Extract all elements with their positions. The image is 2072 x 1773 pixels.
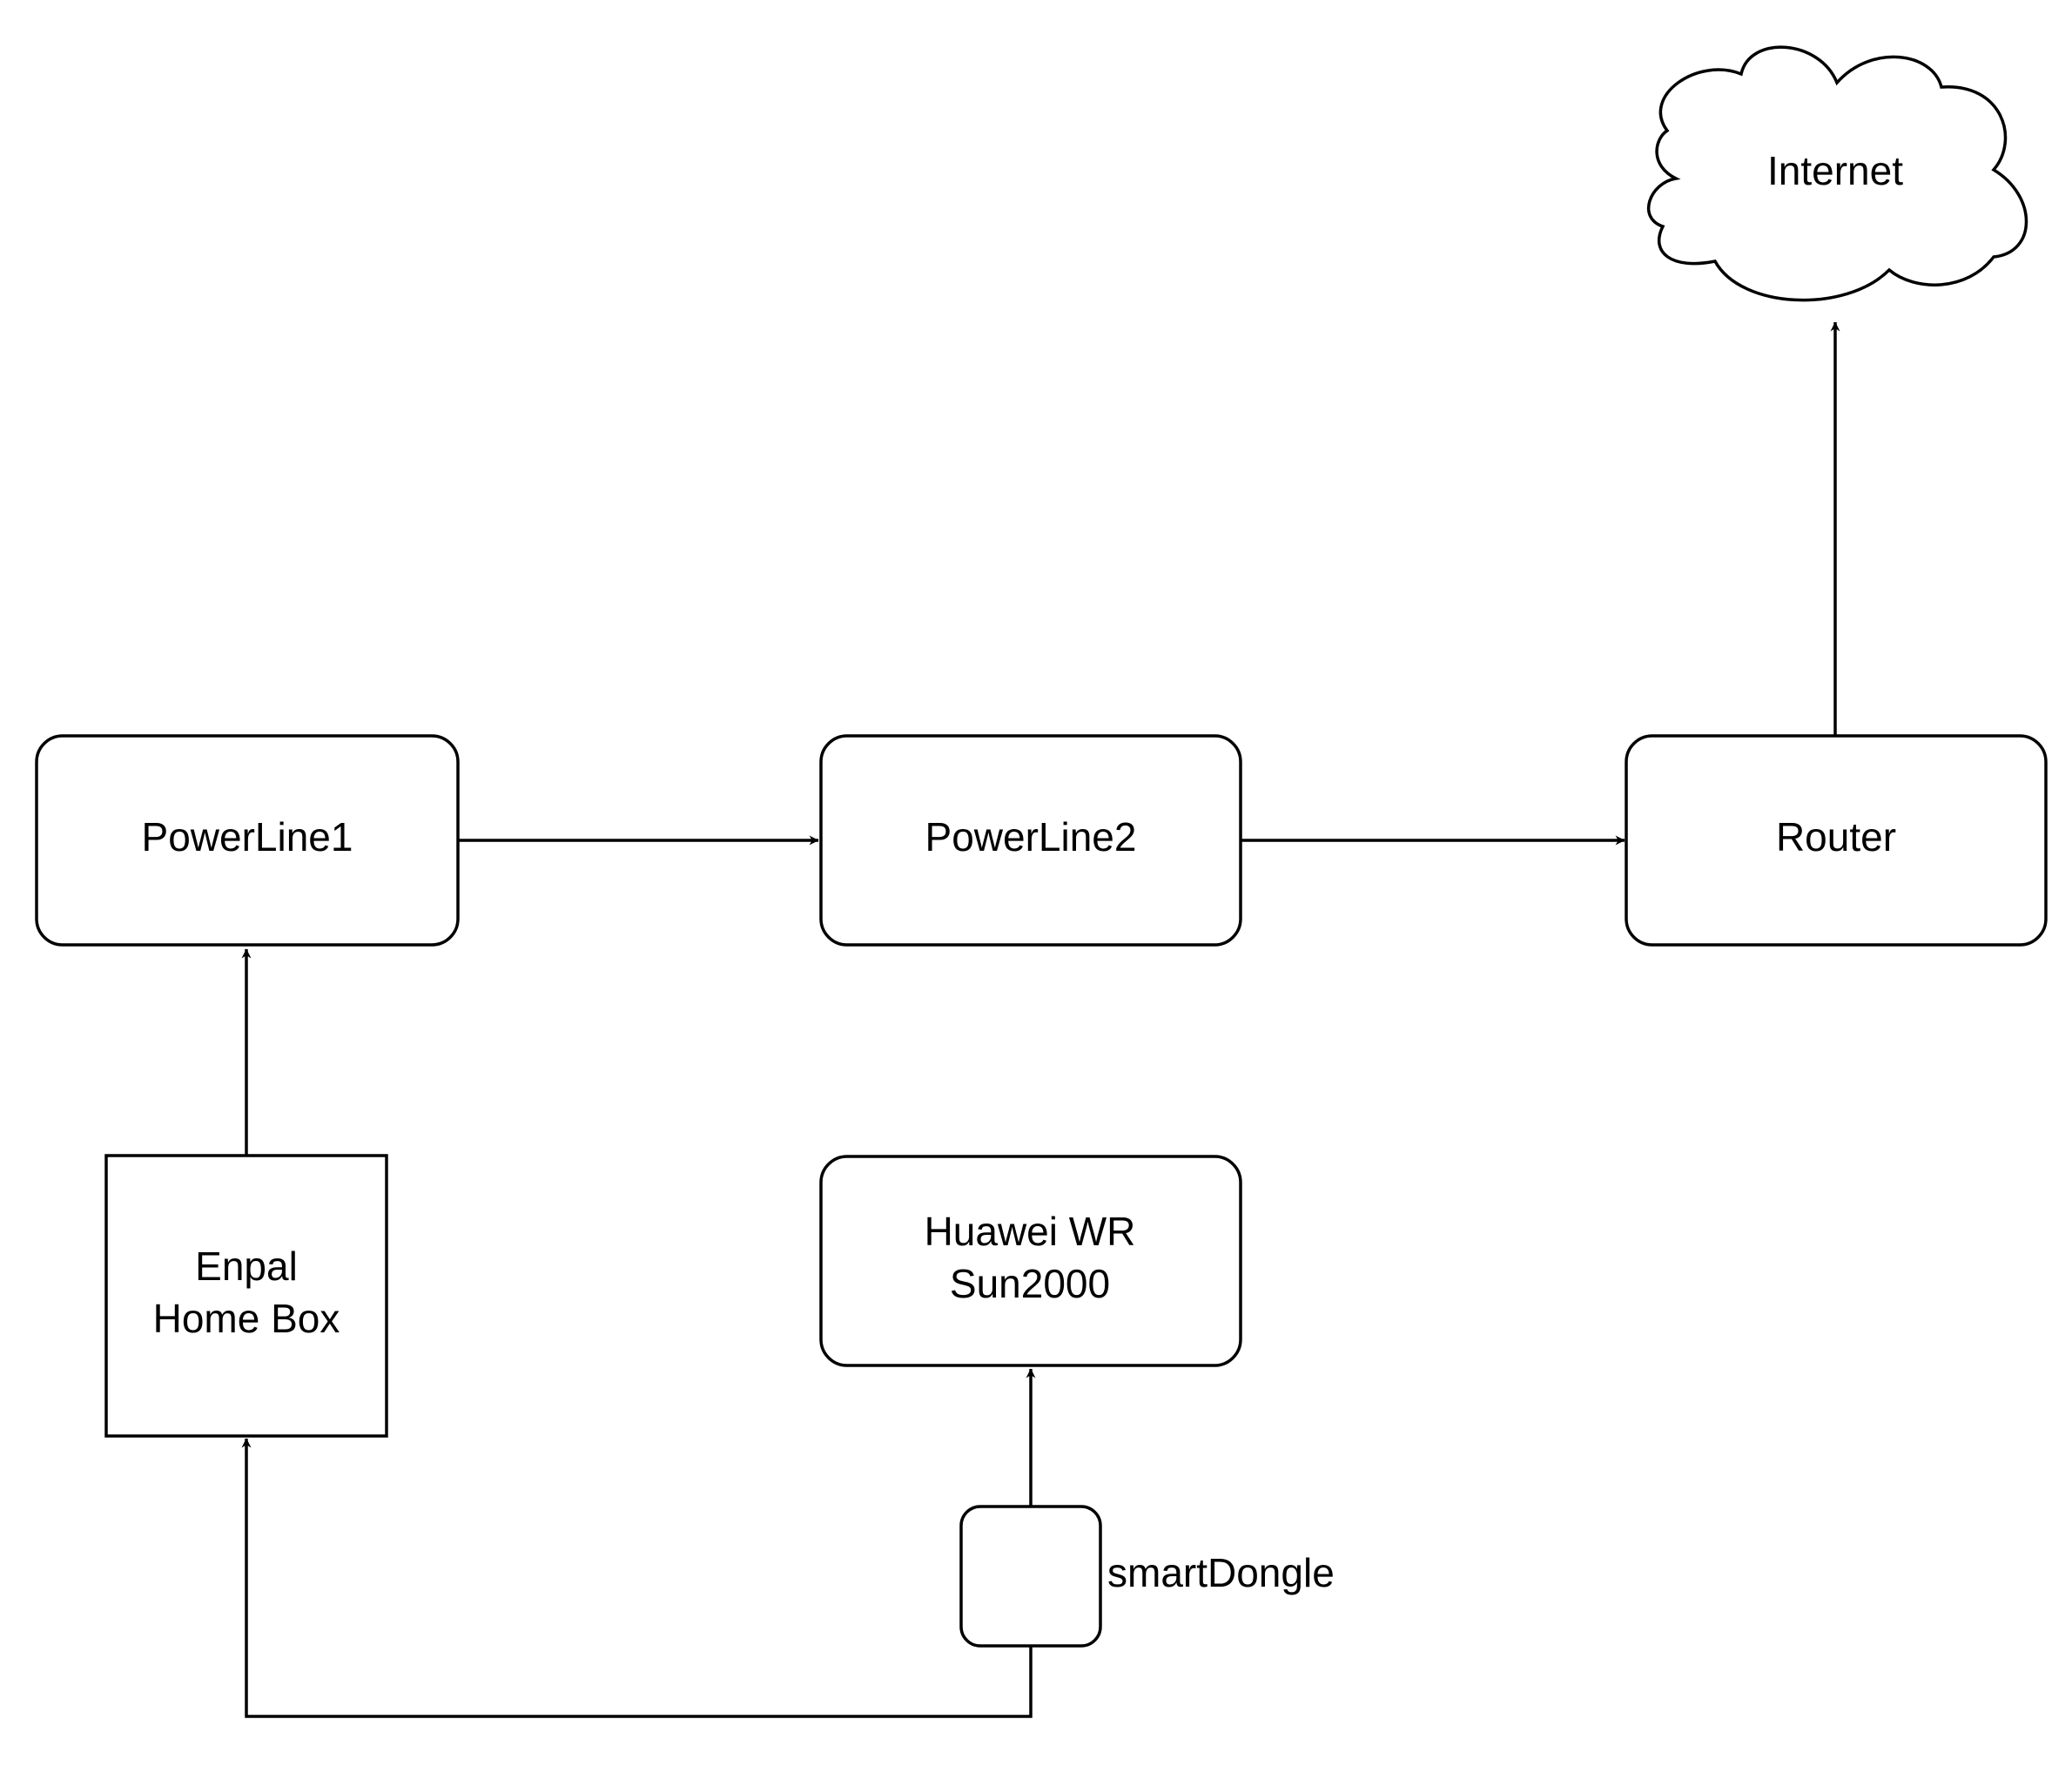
router-label: Router [1776,814,1896,860]
router-box [1625,734,2048,947]
huawei-box [819,1155,1242,1367]
node-router: Router [1625,734,2048,947]
node-smart-dongle: smartDongle [959,1505,1335,1648]
powerline2-label: PowerLine2 [925,814,1137,860]
dongle-box [959,1505,1102,1648]
huawei-label-line2: Sun2000 [950,1261,1110,1306]
internet-label: Internet [1767,148,1903,193]
dongle-label: smartDongle [1107,1550,1335,1595]
edge-dongle-to-enpal [241,1438,1033,1718]
node-huawei-inverter: Huawei WR Sun2000 [819,1155,1242,1367]
powerline2-box [819,734,1242,947]
enpal-label-line1: Enpal [195,1244,298,1289]
enpal-label-line2: Home Box [153,1296,340,1341]
cloud-shape [1646,45,2028,302]
enpal-box [104,1154,388,1438]
node-enpal-home-box: Enpal Home Box [104,1154,388,1438]
powerline1-label: PowerLine1 [142,814,353,860]
node-powerline1: PowerLine1 [35,734,460,947]
node-internet: Internet [1646,45,2028,302]
huawei-label-line1: Huawei WR [925,1209,1136,1254]
powerline1-box [35,734,460,947]
node-powerline2: PowerLine2 [819,734,1242,947]
